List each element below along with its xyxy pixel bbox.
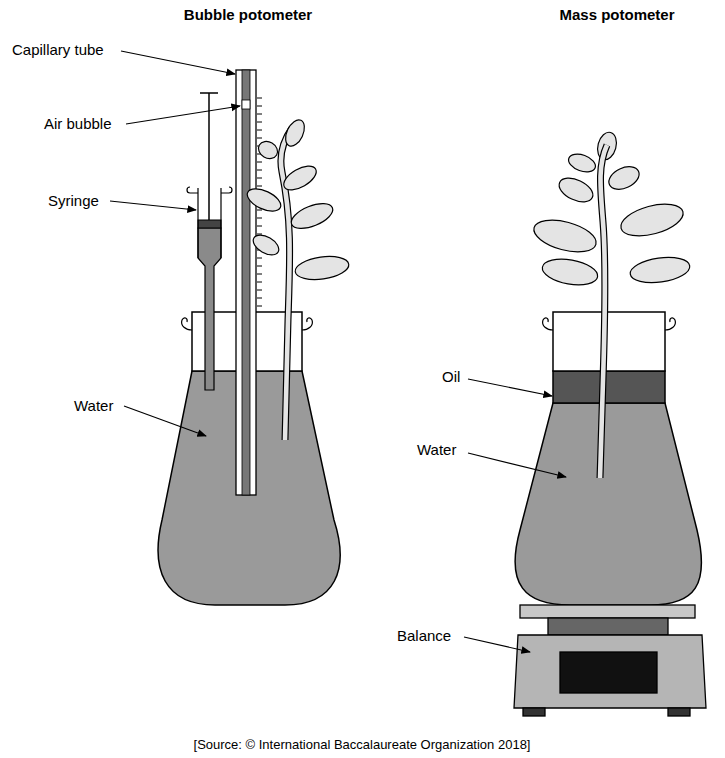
source-caption: [Source: © International Baccalaureate O… — [194, 736, 531, 754]
part-label: Oil — [442, 368, 460, 386]
part-label: Water — [417, 441, 456, 459]
leader-lines — [110, 51, 566, 652]
part-label: Air bubble — [44, 115, 112, 133]
mass-flask — [515, 312, 701, 605]
leafy-shoot — [244, 117, 350, 440]
part-label: Balance — [397, 627, 451, 645]
part-label: Water — [74, 397, 113, 415]
balance — [514, 605, 706, 716]
apparatus-heading: Bubble potometer — [184, 6, 312, 24]
capillary-tube — [236, 70, 262, 495]
apparatus-heading: Mass potometer — [559, 6, 674, 24]
part-label: Syringe — [48, 192, 99, 210]
syringe — [187, 93, 232, 390]
leafy-shoot — [530, 130, 691, 478]
part-label: Capillary tube — [12, 41, 104, 59]
